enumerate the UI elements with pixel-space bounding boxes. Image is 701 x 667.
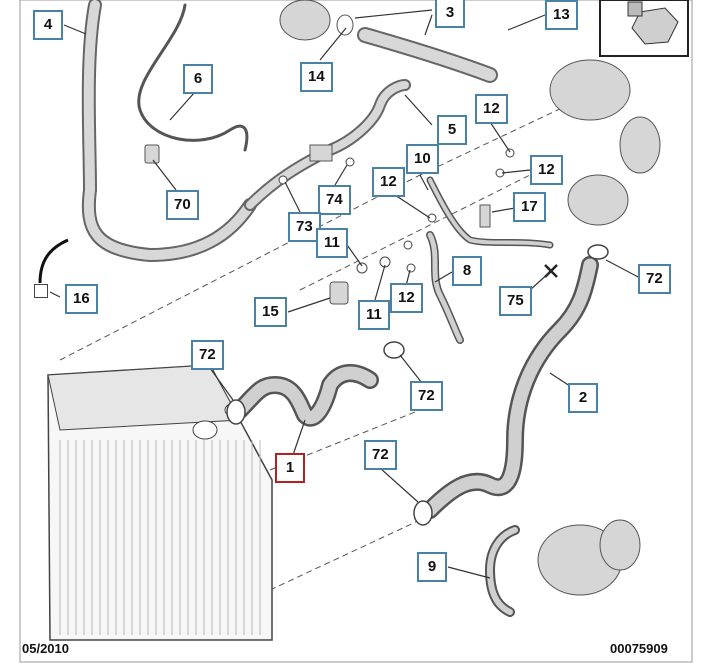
callout-73: 73: [288, 212, 321, 242]
clamps: [226, 244, 609, 526]
leader-lines: [49, 9, 641, 579]
callout-12-a: 12: [475, 94, 508, 124]
callout-4: 4: [33, 10, 63, 40]
callout-12-b: 12: [372, 167, 405, 197]
callout-9: 9: [417, 552, 447, 582]
hoses: [81, 0, 599, 617]
callout-8: 8: [452, 256, 482, 286]
fittings: [278, 148, 515, 274]
callout-5: 5: [437, 115, 467, 145]
sensor-cable: [38, 238, 69, 284]
footer-date: 05/2010: [22, 641, 69, 656]
callout-70: 70: [166, 190, 199, 220]
callout-72-c: 72: [638, 264, 671, 294]
connector-square-icon: [34, 284, 48, 298]
callout-6: 6: [183, 64, 213, 94]
callout-11-a: 11: [316, 228, 348, 258]
callout-1: 1: [275, 453, 305, 483]
callout-72-a: 72: [191, 340, 224, 370]
callout-17: 17: [513, 192, 546, 222]
callout-15: 15: [254, 297, 287, 327]
callout-14: 14: [300, 62, 333, 92]
footer-reference: 00075909: [610, 641, 668, 656]
callout-74: 74: [318, 185, 351, 215]
callout-3: 3: [435, 0, 465, 28]
callout-2: 2: [568, 383, 598, 413]
engine-components: [144, 0, 661, 596]
inset-bolt: [627, 1, 679, 45]
callout-12-d: 12: [390, 283, 423, 313]
callout-11-b: 11: [358, 300, 390, 330]
callout-13: 13: [545, 0, 578, 30]
callout-16: 16: [65, 284, 98, 314]
callout-72-b: 72: [410, 381, 443, 411]
callout-12-c: 12: [530, 155, 563, 185]
callout-72-d: 72: [364, 440, 397, 470]
callout-75: 75: [499, 286, 532, 316]
callout-10: 10: [406, 144, 439, 174]
